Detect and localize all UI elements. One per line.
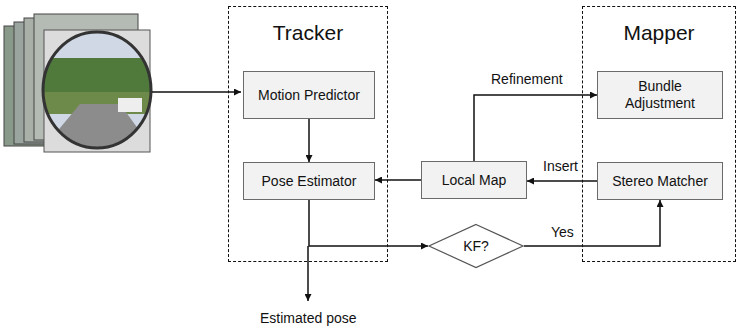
connector-arrow [474,95,597,161]
connector-arrow [524,200,660,246]
process-box: Stereo Matcher [597,162,723,200]
connector-arrow [308,119,310,162]
node-label: Bundle Adjustment [610,78,710,112]
output-label: Estimated pose [258,310,359,326]
edge-label: Yes [549,224,576,240]
node-label: Stereo Matcher [612,173,708,190]
output-arrow [307,246,309,301]
group-title: Tracker [229,21,387,44]
process-box: Motion Predictor [243,71,375,119]
node-label: Local Map [442,172,507,189]
process-box: Bundle Adjustment [597,71,723,119]
connector-arrow [527,180,597,182]
edge-label: Insert [541,158,580,174]
mapper-group: MapperBundle AdjustmentStereo Matcher [582,6,736,262]
map-box: Local Map [421,161,527,199]
node-label: Pose Estimator [262,173,357,190]
process-box: Pose Estimator [243,162,375,200]
tracker-group: TrackerMotion PredictorPose Estimator [228,6,388,262]
connector-arrow [375,179,421,181]
edge-label: Refinement [489,71,565,87]
decision-diamond: KF? [428,224,524,268]
node-label: Motion Predictor [258,87,360,104]
connector-arrow [309,200,428,246]
node-label: KF? [463,238,489,255]
image-stack [4,14,155,152]
group-title: Mapper [583,21,735,44]
